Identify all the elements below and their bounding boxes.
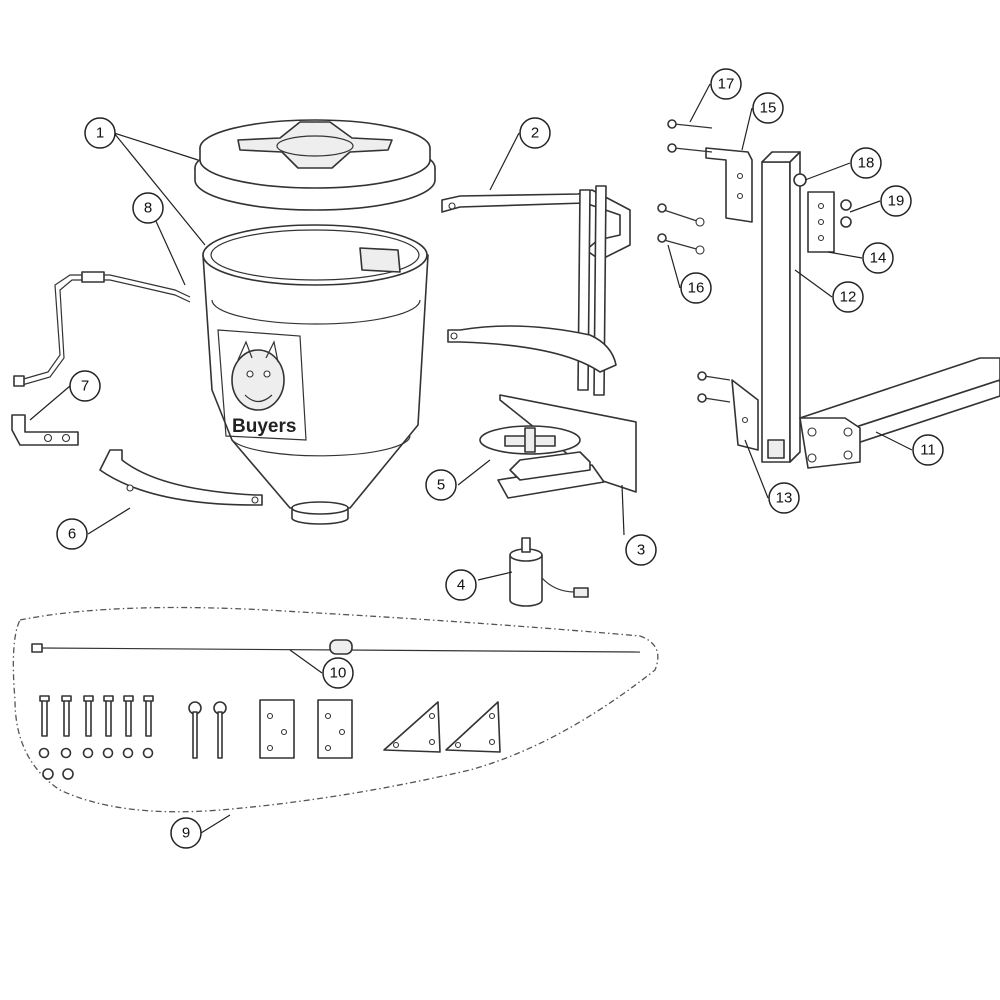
lower-post-bracket	[731, 379, 759, 451]
post-bolts	[657, 119, 852, 403]
callout-16: 16	[680, 272, 712, 304]
callout-2: 2	[519, 117, 551, 149]
carriage-bolts	[39, 695, 154, 737]
bracket-7	[11, 414, 79, 446]
hitch-receiver-bar	[799, 357, 1000, 469]
callout-5: 5	[425, 469, 457, 501]
callout-19: 19	[880, 185, 912, 217]
callout-6-label: 6	[68, 526, 76, 543]
callout-11-label: 11	[920, 442, 936, 459]
callout-3: 3	[625, 534, 657, 566]
callout-7: 7	[69, 370, 101, 402]
upper-frame	[441, 185, 631, 396]
callout-12: 12	[832, 281, 864, 313]
callout-2-label: 2	[531, 125, 539, 142]
callout-9: 9	[170, 817, 202, 849]
brand-label: Buyers	[232, 416, 296, 437]
lower-strap	[99, 449, 263, 506]
callout-18-label: 18	[858, 155, 875, 172]
vibrator-rod	[13, 271, 191, 387]
hopper-body: Buyers	[202, 224, 429, 525]
callout-4: 4	[445, 569, 477, 601]
callout-10-label: 10	[330, 665, 347, 682]
callout-9-label: 9	[182, 825, 190, 842]
callout-13-label: 13	[776, 490, 793, 507]
callout-1-label: 1	[96, 125, 104, 142]
callout-4-label: 4	[457, 577, 465, 594]
leader-lines	[29, 83, 913, 834]
boar-mascot-decal: Buyers	[231, 340, 296, 437]
callout-13: 13	[768, 482, 800, 514]
spinner-motor	[509, 537, 589, 607]
callout-10: 10	[322, 657, 354, 689]
callout-6: 6	[56, 518, 88, 550]
spinner-disc	[479, 425, 581, 455]
wire-harness	[31, 639, 641, 655]
callout-11: 11	[912, 434, 944, 466]
callout-14: 14	[862, 242, 894, 274]
u-pins	[188, 701, 227, 759]
callout-18: 18	[850, 147, 882, 179]
callout-16-label: 16	[688, 280, 705, 297]
callout-5-label: 5	[437, 477, 445, 494]
callout-7-label: 7	[81, 378, 89, 395]
hex-nuts	[38, 747, 154, 780]
mounting-plate-14	[807, 191, 835, 253]
callout-14-label: 14	[870, 250, 887, 267]
callout-17: 17	[710, 68, 742, 100]
triangle-gussets	[383, 701, 501, 753]
callout-15-label: 15	[760, 100, 777, 117]
callout-1: 1	[84, 117, 116, 149]
vertical-post	[761, 151, 801, 463]
callout-19-label: 19	[888, 193, 905, 210]
hardware-kit	[12, 606, 659, 813]
callout-15: 15	[752, 92, 784, 124]
upper-post-bracket	[705, 147, 753, 223]
callout-17-label: 17	[718, 76, 735, 93]
callout-8-label: 8	[144, 200, 152, 217]
callout-12-label: 12	[840, 289, 857, 306]
callout-8: 8	[132, 192, 164, 224]
hopper-lid	[194, 119, 436, 211]
callout-3-label: 3	[637, 542, 645, 559]
hinge-plates	[259, 699, 353, 759]
